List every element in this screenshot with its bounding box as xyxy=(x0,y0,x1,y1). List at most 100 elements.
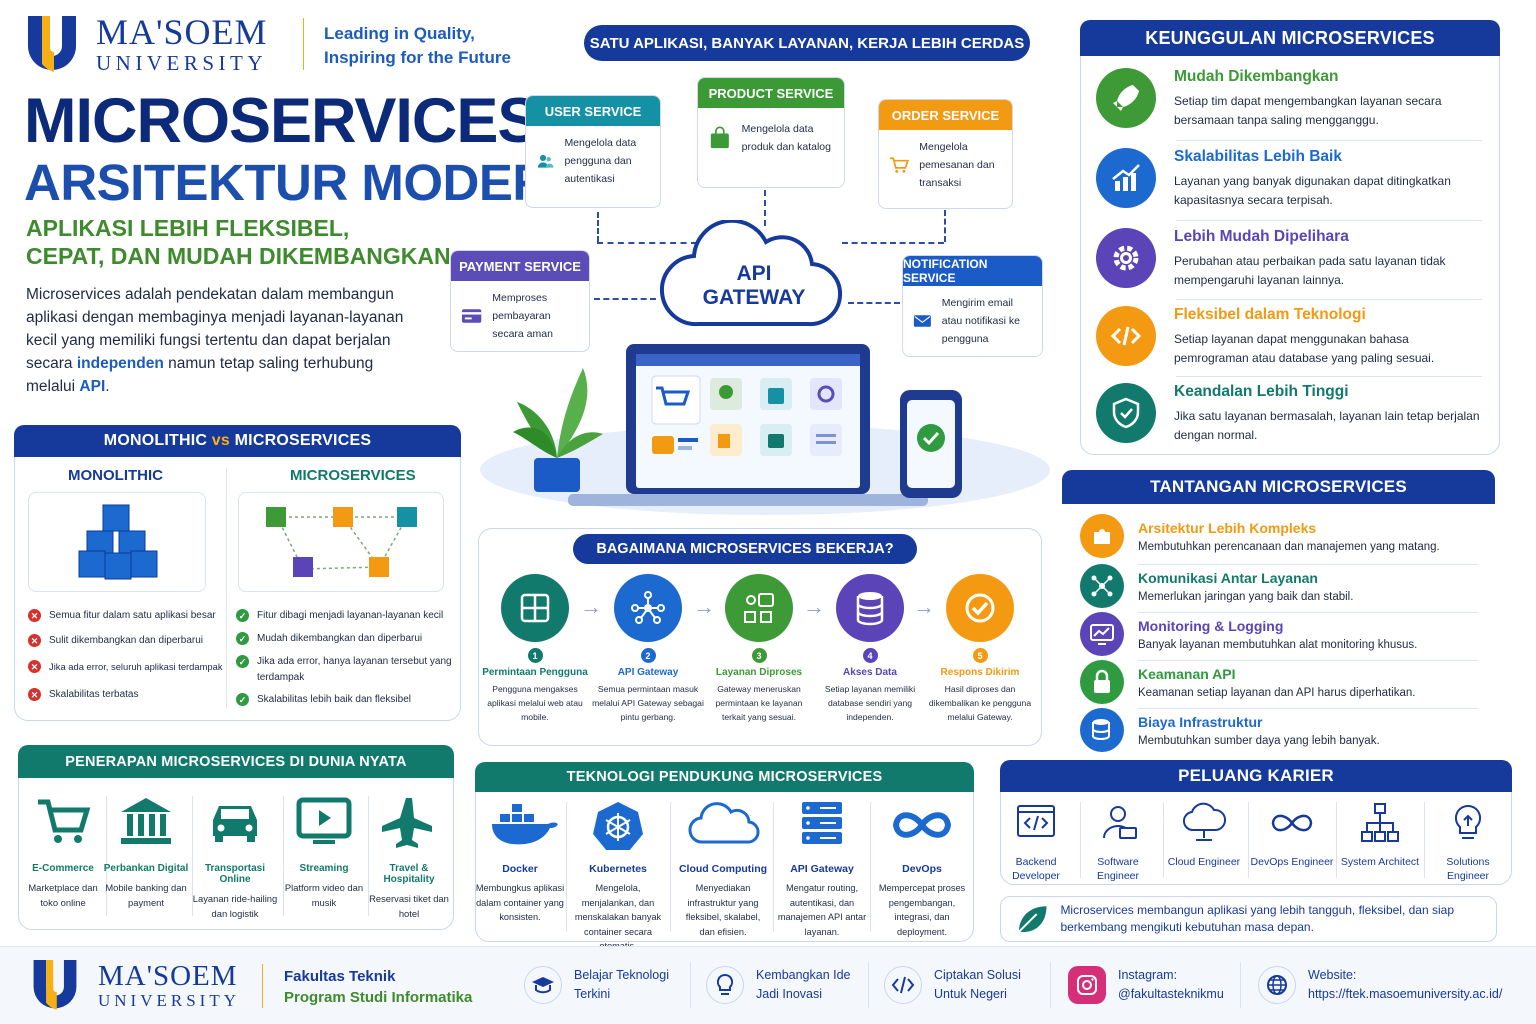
tagline-line-1: Leading in Quality, xyxy=(324,24,475,43)
globe-icon xyxy=(1258,966,1296,1004)
step-title: API Gateway xyxy=(617,667,679,678)
gateway-line-1: API xyxy=(736,262,772,285)
docker-icon xyxy=(492,804,558,845)
step-number: 4 xyxy=(862,648,878,663)
website-link[interactable]: https://ftek.masoemuniversity.ac.id/ xyxy=(1308,987,1503,1001)
notification-service-desc: Mengirim email atau notifikasi ke penggu… xyxy=(941,297,1020,345)
lightbulb-icon xyxy=(1454,804,1482,839)
instagram-icon xyxy=(1068,966,1106,1004)
cart-icon xyxy=(889,157,909,173)
cart-icon xyxy=(38,799,91,843)
comparison-title-b: MICROSERVICES xyxy=(234,432,372,449)
tech-title: TEKNOLOGI PENDUKUNG MICROSERVICES xyxy=(475,762,974,792)
challenges-panel xyxy=(1062,470,1495,757)
comparison-title: MONOLITHIC vs MICROSERVICES xyxy=(14,425,461,457)
mono-point: ✕Jika ada error, seluruh aplikasi terdam… xyxy=(28,659,226,675)
page-title: MICROSERVICES: xyxy=(24,86,559,156)
comparison-title-vs: vs xyxy=(211,432,230,449)
database-icon xyxy=(836,574,904,642)
step-desc: Pengguna mengakses aplikasi melalui web … xyxy=(487,684,583,722)
shopping-bag-icon xyxy=(710,126,729,149)
database-cost-icon xyxy=(1080,708,1124,752)
industry-desc: Mobile banking dan payment xyxy=(105,882,187,908)
footer-wordmark: MA'SOEM UNIVERSITY xyxy=(98,960,240,1010)
infinity-icon xyxy=(892,812,952,838)
closing-quote-text: Microservices membangun aplikasi yang le… xyxy=(1060,903,1454,934)
leaf-icon xyxy=(1018,906,1047,933)
advantage-title: Mudah Dikembangkan xyxy=(1174,68,1339,85)
hero-tagline-1: APLIKASI LEBIH FLEKSIBEL, xyxy=(26,215,350,241)
arrow-right-icon: → xyxy=(580,594,602,619)
career-title: Software Engineer xyxy=(1096,856,1140,882)
mono-point-text: Semua fitur dalam satu aplikasi besar xyxy=(49,610,216,621)
api-gateway-cloud: API GATEWAY xyxy=(658,218,850,330)
bank-icon xyxy=(121,798,171,844)
micro-point: ✓Mudah dikembangkan dan diperbarui xyxy=(236,631,454,647)
intro-text-a: Microservices adalah pendekatan dalam me… xyxy=(26,286,404,372)
check-circle-icon xyxy=(946,574,1014,642)
user-service-card: USER SERVICE Mengelola data pengguna dan… xyxy=(525,95,661,208)
gateway-line-2: GATEWAY xyxy=(702,286,806,309)
order-service-desc: Mengelola pemesanan dan transaksi xyxy=(919,141,995,189)
step-desc: Hasil diproses dan dikembalikan ke pengg… xyxy=(928,684,1032,722)
footer-item-line1: Kembangkan Ide xyxy=(756,968,851,982)
brand-name: MA'SOEM xyxy=(96,12,268,52)
play-icon xyxy=(296,797,352,844)
product-service-title: PRODUCT SERVICE xyxy=(698,78,844,108)
laptop-illustration xyxy=(480,340,1050,515)
rocket-icon xyxy=(1096,68,1156,128)
industry-title: Transportasi Online xyxy=(204,863,266,885)
advantage-desc: Jika satu layanan bermasalah, layanan la… xyxy=(1174,409,1480,442)
step-item: 5 Respons Dikirim Hasil diproses dan dik… xyxy=(924,574,1036,724)
notification-service-title: NOTIFICATION SERVICE xyxy=(903,256,1042,286)
mail-icon xyxy=(913,315,931,327)
page-subtitle-main: ARSITEKTUR MODERN xyxy=(24,154,586,211)
tech-title: Cloud Computing xyxy=(678,863,768,875)
order-service-title: ORDER SERVICE xyxy=(879,100,1012,130)
brand-logo xyxy=(24,12,80,76)
industry-item: E-Commerce Marketplace dan toko online xyxy=(20,794,106,910)
tech-title: API Gateway xyxy=(790,863,854,875)
cubes-icon xyxy=(78,504,158,580)
mono-point: ✕Semua fitur dalam satu aplikasi besar xyxy=(28,608,223,624)
brand-tagline: Leading in Quality, Inspiring for the Fu… xyxy=(324,22,511,70)
footer-item-line2: Jadi Inovasi xyxy=(756,987,823,1001)
microservices-diagram xyxy=(238,492,444,592)
monitor-icon xyxy=(1080,612,1124,656)
industry-item: Transportasi Online Layanan ride-hailing… xyxy=(192,794,278,921)
advantage-title: Skalabilitas Lebih Baik xyxy=(1174,148,1342,165)
career-title: Cloud Engineer xyxy=(1167,856,1241,868)
payment-service-title: PAYMENT SERVICE xyxy=(451,251,589,281)
challenge-title: Monitoring & Logging xyxy=(1138,617,1284,634)
tech-desc: Mengelola, menjalankan, dan menskalakan … xyxy=(574,883,662,951)
tech-title: Docker xyxy=(502,863,538,875)
bulb-icon xyxy=(706,966,744,1004)
advantage-desc: Setiap layanan dapat menggunakan bahasa … xyxy=(1174,332,1435,365)
footer-item-website[interactable]: Website:https://ftek.masoemuniversity.ac… xyxy=(1258,966,1502,1004)
micro-point-text: Mudah dikembangkan dan diperbarui xyxy=(257,633,423,644)
brand-wordmark: MA'SOEM UNIVERSITY xyxy=(96,12,268,74)
industry-item: Travel & Hospitality Reservasi tiket dan… xyxy=(366,794,452,921)
tech-title: Kubernetes xyxy=(589,863,647,875)
advantage-desc: Layanan yang banyak digunakan dapat diti… xyxy=(1174,174,1451,207)
career-item: System Architect xyxy=(1338,802,1422,869)
instagram-handle[interactable]: @fakultasteknikmu xyxy=(1118,987,1224,1001)
advantages-title: KEUNGGULAN MICROSERVICES xyxy=(1080,20,1500,56)
university-logo-icon xyxy=(33,960,77,1010)
university-logo-icon xyxy=(28,16,76,72)
tech-panel xyxy=(475,762,974,942)
footer-item-instagram[interactable]: Instagram:@fakultasteknikmu xyxy=(1068,966,1224,1004)
gear-icon xyxy=(1096,228,1156,288)
step-number: 5 xyxy=(972,648,988,663)
footer-brand-sub: UNIVERSITY xyxy=(98,991,240,1010)
chart-up-icon xyxy=(1096,148,1156,208)
industry-item: Streaming Platform video dan musik xyxy=(281,794,367,910)
intro-text-e: . xyxy=(105,378,110,395)
credit-card-icon xyxy=(461,309,482,323)
